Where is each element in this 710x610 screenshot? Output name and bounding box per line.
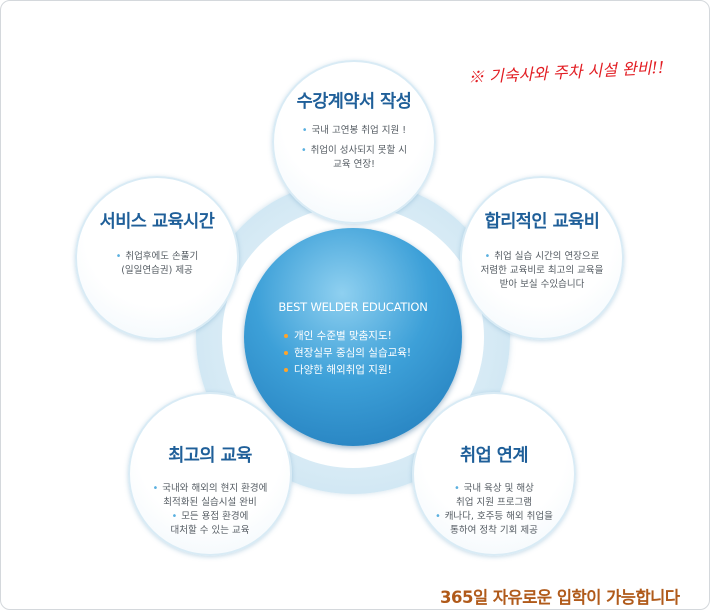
node-list: •취업후에도 손풀기 (일일연습권) 제공 — [77, 250, 237, 278]
node-best-education: 최고의 교육 •국내와 해외의 현지 환경에 최적화된 실습시설 완비 •모든 … — [128, 392, 292, 556]
center-circle: BEST WELDER EDUCATION 개인 수준별 맞춤지도! 현장실무 … — [244, 228, 462, 446]
bullet-icon: • — [115, 251, 122, 262]
center-item: 개인 수준별 맞춤지도! — [284, 328, 411, 345]
node-item-text: 취업후에도 손풀기 (일일연습권) 제공 — [121, 251, 199, 276]
node-item: •국내 고연봉 취업 지원 ! — [274, 124, 434, 138]
node-service-hours: 서비스 교육시간 •취업후에도 손풀기 (일일연습권) 제공 — [75, 176, 239, 340]
node-title: 합리적인 교육비 — [484, 212, 600, 232]
bullet-icon: • — [300, 145, 307, 156]
bullet-icon: • — [454, 483, 460, 494]
node-list: •취업 실습 시간의 연장으로 저렴한 교육비로 최고의 교육을 받아 보실 수… — [462, 250, 622, 292]
node-item-text: 모든 용접 환경에 대처할 수 있는 교육 — [170, 511, 250, 536]
bullet-icon: • — [435, 511, 441, 522]
node-job-link: 취업 연계 •국내 육상 및 해상 취업 지원 프로그램 •캐나다, 호주등 해… — [412, 392, 576, 556]
node-contract: 수강계약서 작성 •국내 고연봉 취업 지원 ! •취업이 성사되지 못할 시 … — [272, 60, 436, 224]
node-item: •캐나다, 호주등 해외 취업을 통하여 정착 기회 제공 — [414, 510, 574, 538]
node-item: •국내와 해외의 현지 환경에 최적화된 실습시설 완비 — [130, 482, 290, 510]
center-title: BEST WELDER EDUCATION — [278, 300, 428, 314]
node-item-text: 국내 육상 및 해상 취업 지원 프로그램 — [456, 483, 534, 508]
bullet-icon: • — [301, 125, 308, 136]
node-item: •취업이 성사되지 못할 시 교육 연장! — [274, 144, 434, 172]
bullet-icon: • — [171, 511, 178, 522]
node-list: •국내와 해외의 현지 환경에 최적화된 실습시설 완비 •모든 용접 환경에 … — [130, 482, 290, 538]
node-item-text: 국내 고연봉 취업 지원 ! — [311, 125, 407, 136]
center-item: 다양한 해외취업 지원! — [284, 362, 411, 379]
node-item-text: 취업 실습 시간의 연장으로 저렴한 교육비로 최고의 교육을 받아 보실 수있… — [480, 251, 604, 290]
node-item: •국내 육상 및 해상 취업 지원 프로그램 — [414, 482, 574, 510]
bullet-icon: • — [152, 483, 159, 494]
node-title: 최고의 교육 — [168, 446, 252, 466]
node-item: •취업후에도 손풀기 (일일연습권) 제공 — [77, 250, 237, 278]
node-item: •모든 용접 환경에 대처할 수 있는 교육 — [130, 510, 290, 538]
node-list: •국내 육상 및 해상 취업 지원 프로그램 •캐나다, 호주등 해외 취업을 … — [414, 482, 574, 538]
node-title: 수강계약서 작성 — [296, 92, 412, 112]
node-title: 취업 연계 — [460, 446, 529, 466]
node-tuition: 합리적인 교육비 •취업 실습 시간의 연장으로 저렴한 교육비로 최고의 교육… — [460, 176, 624, 340]
node-list: •국내 고연봉 취업 지원 ! •취업이 성사되지 못할 시 교육 연장! — [274, 124, 434, 172]
footer-slogan: 365일 자유로운 입학이 가능합니다 — [440, 588, 680, 607]
node-item-text: 캐나다, 호주등 해외 취업을 통하여 정착 기회 제공 — [444, 511, 553, 536]
node-title: 서비스 교육시간 — [99, 212, 215, 232]
center-item: 현장실무 중심의 실습교육! — [284, 345, 411, 362]
node-item-text: 국내와 해외의 현지 환경에 최적화된 실습시설 완비 — [162, 483, 268, 508]
center-list: 개인 수준별 맞춤지도! 현장실무 중심의 실습교육! 다양한 해외취업 지원! — [284, 328, 411, 379]
bullet-icon: • — [484, 251, 491, 262]
node-item-text: 취업이 성사되지 못할 시 교육 연장! — [310, 145, 408, 170]
node-item: •취업 실습 시간의 연장으로 저렴한 교육비로 최고의 교육을 받아 보실 수… — [462, 250, 622, 292]
